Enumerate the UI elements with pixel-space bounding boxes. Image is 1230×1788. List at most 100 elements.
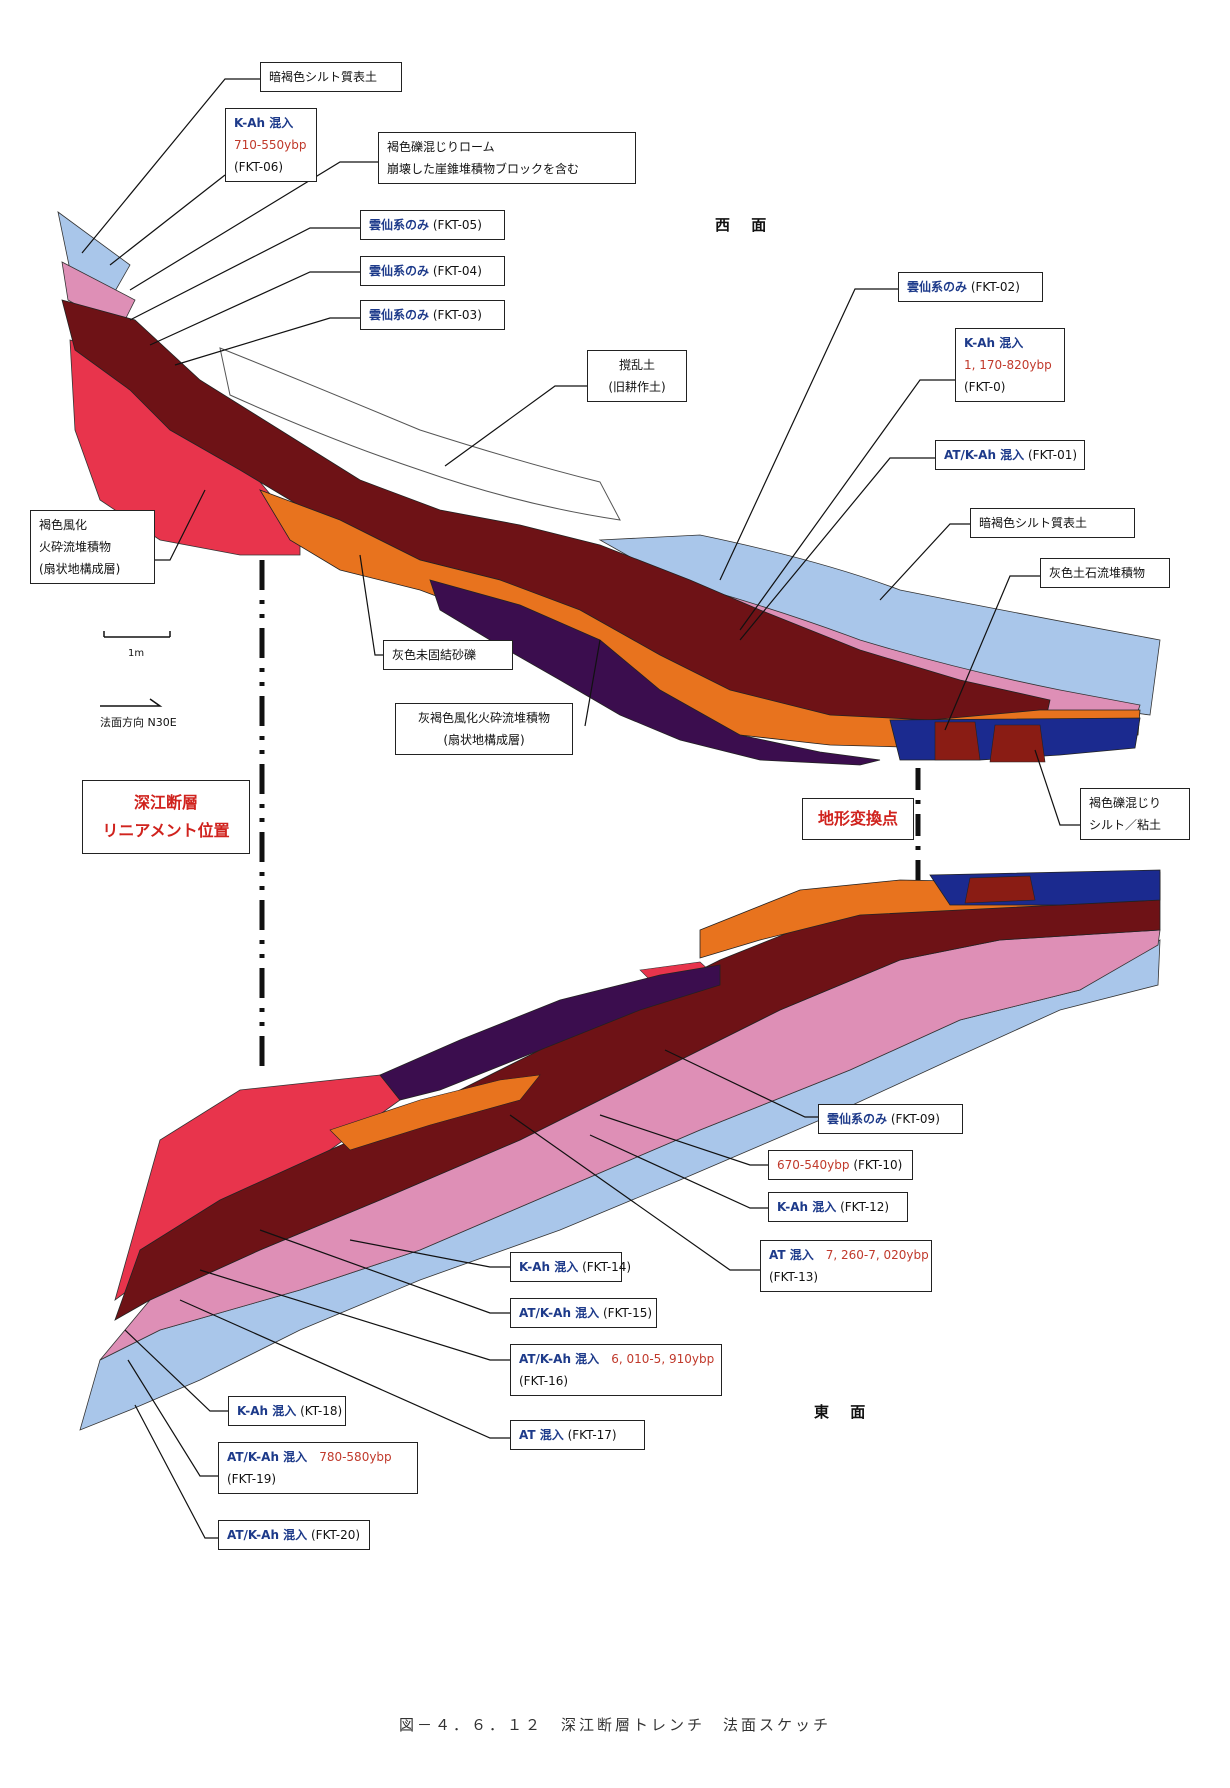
orange-gravel-east-2 <box>329 1074 541 1151</box>
label-date: 7, 260-7, 020ybp <box>825 1248 929 1262</box>
label-id: (FKT-10) <box>853 1158 903 1172</box>
label-line: 火砕流堆積物 <box>39 540 112 554</box>
label-line: 褐色風化 <box>39 518 88 532</box>
label-id: (KT-18) <box>300 1404 343 1418</box>
navy-east <box>929 869 1161 906</box>
label-date: 6, 010-5, 910ybp <box>611 1352 715 1366</box>
label-text: 暗褐色シルト質表土 <box>979 516 1088 530</box>
label-text: K-Ah 混入 <box>519 1260 579 1274</box>
label-fkt13: AT 混入 7, 260-7, 020ybp (FKT-13) <box>760 1240 932 1292</box>
label-kt18: K-Ah 混入 (KT-18) <box>228 1396 346 1426</box>
label-fkt03: 雲仙系のみ (FKT-03) <box>360 300 505 330</box>
label-fkt02: 雲仙系のみ (FKT-02) <box>898 272 1043 302</box>
label-text: AT/K-Ah 混入 <box>227 1528 308 1542</box>
direction-label: 法面方向 N30E <box>100 716 177 729</box>
west-face-title: 西 面 <box>715 216 775 234</box>
label-line: K-Ah 混入 <box>234 116 294 130</box>
label-id: (FKT-15) <box>603 1306 653 1320</box>
label-text: 雲仙系のみ <box>369 218 430 232</box>
label-fkt15: AT/K-Ah 混入 (FKT-15) <box>510 1298 657 1328</box>
label-fkt06: K-Ah 混入 710-550ybp (FKT-06) <box>225 108 317 182</box>
label-line: 崩壊した崖錐堆積物ブロックを含む <box>387 162 580 176</box>
label-fkt0: K-Ah 混入 1, 170-820ybp (FKT-0) <box>955 328 1065 402</box>
label-date: 780-580ybp <box>319 1450 392 1464</box>
east-face-section <box>79 869 1161 1431</box>
label-gray-brown-pyroclastic: 灰褐色風化火砕流堆積物 (扇状地構成層) <box>395 703 573 755</box>
label-brown-silt-clay: 褐色礫混じり シルト／粘土 <box>1080 788 1190 840</box>
label-disturbed-soil: 撹乱土 (旧耕作土) <box>587 350 687 402</box>
label-line: 710-550ybp <box>234 138 307 152</box>
label-id: (FKT-09) <box>890 1112 940 1126</box>
disturbed-soil-layer <box>219 347 621 521</box>
brown-red-block-2 <box>989 724 1046 763</box>
label-gray-unconsolidated-gravel: 灰色未固結砂礫 <box>383 640 513 670</box>
label-line: 灰褐色風化火砕流堆積物 <box>417 711 550 725</box>
label-line: 褐色礫混じり <box>1089 796 1162 810</box>
label-id: (FKT-05) <box>432 218 482 232</box>
label-text: K-Ah 混入 <box>777 1200 837 1214</box>
label-text: AT/K-Ah 混入 <box>519 1352 600 1366</box>
direction-arrow <box>100 698 163 707</box>
label-text: AT/K-Ah 混入 <box>227 1450 308 1464</box>
label-text: 灰色未固結砂礫 <box>392 648 477 662</box>
label-fkt19: AT/K-Ah 混入 780-580ybp (FKT-19) <box>218 1442 418 1494</box>
brown-red-east <box>964 875 1036 904</box>
label-line: (扇状地構成層) <box>443 733 525 747</box>
label-text: 670-540ybp <box>777 1158 850 1172</box>
label-id: (FKT-20) <box>311 1528 361 1542</box>
label-text: 地形変換点 <box>817 809 898 828</box>
label-id: (FKT-13) <box>769 1270 819 1284</box>
label-id: (FKT-16) <box>519 1374 569 1388</box>
scale-bar-label: 1m <box>128 648 145 659</box>
label-fkt05: 雲仙系のみ (FKT-05) <box>360 210 505 240</box>
label-fkt04: 雲仙系のみ (FKT-04) <box>360 256 505 286</box>
label-brown-weathered-pyroclastic: 褐色風化 火砕流堆積物 (扇状地構成層) <box>30 510 155 584</box>
label-fkt09: 雲仙系のみ (FKT-09) <box>818 1104 963 1134</box>
label-id: (FKT-17) <box>567 1428 617 1442</box>
label-id: (FKT-02) <box>970 280 1020 294</box>
label-fkt10: 670-540ybp (FKT-10) <box>768 1150 913 1180</box>
label-id: (FKT-14) <box>582 1260 632 1274</box>
label-fkt16: AT/K-Ah 混入 6, 010-5, 910ybp (FKT-16) <box>510 1344 722 1396</box>
label-text: AT/K-Ah 混入 <box>944 448 1025 462</box>
label-text: 雲仙系のみ <box>907 280 968 294</box>
label-fkt12: K-Ah 混入 (FKT-12) <box>768 1192 908 1222</box>
label-gray-earth-flow: 灰色土石流堆積物 <box>1040 558 1170 588</box>
brown-red-block-1 <box>934 721 981 761</box>
label-id: (FKT-03) <box>432 308 482 322</box>
label-line: 撹乱土 <box>618 358 655 372</box>
label-dark-brown-topsoil-top: 暗褐色シルト質表土 <box>260 62 402 92</box>
label-id: (FKT-04) <box>432 264 482 278</box>
label-line: 1, 170-820ybp <box>964 358 1052 372</box>
label-text: AT 混入 <box>769 1248 814 1262</box>
label-fkt20: AT/K-Ah 混入 (FKT-20) <box>218 1520 370 1550</box>
label-dark-brown-topsoil-2: 暗褐色シルト質表土 <box>970 508 1135 538</box>
label-text: 雲仙系のみ <box>827 1112 888 1126</box>
label-line: (FKT-0) <box>964 380 1006 394</box>
label-fkt17: AT 混入 (FKT-17) <box>510 1420 645 1450</box>
label-line: リニアメント位置 <box>102 821 230 840</box>
label-id: (FKT-01) <box>1028 448 1078 462</box>
leader-lines <box>81 78 1080 1539</box>
figure-caption: 図－４．６．１２ 深江断層トレンチ 法面スケッチ <box>398 1716 831 1734</box>
label-fault-lineament: 深江断層 リニアメント位置 <box>82 780 250 854</box>
label-topographic-change-point: 地形変換点 <box>802 798 914 840</box>
label-text: 暗褐色シルト質表土 <box>269 70 378 84</box>
purple-pyroclastic-west <box>429 579 881 766</box>
label-line: K-Ah 混入 <box>964 336 1024 350</box>
label-brown-loam: 褐色礫混じりローム 崩壊した崖錐堆積物ブロックを含む <box>378 132 636 184</box>
label-text: AT/K-Ah 混入 <box>519 1306 600 1320</box>
label-text: K-Ah 混入 <box>237 1404 297 1418</box>
label-id: (FKT-12) <box>840 1200 890 1214</box>
label-text: 雲仙系のみ <box>369 264 430 278</box>
west-face-section <box>57 211 1161 766</box>
label-line: 褐色礫混じりローム <box>387 140 495 154</box>
label-text: 雲仙系のみ <box>369 308 430 322</box>
label-line: 深江断層 <box>133 793 198 812</box>
label-line: (扇状地構成層) <box>39 562 121 576</box>
east-face-title: 東 面 <box>814 1403 874 1421</box>
label-id: (FKT-19) <box>227 1472 277 1486</box>
label-text: AT 混入 <box>519 1428 564 1442</box>
label-fkt01: AT/K-Ah 混入 (FKT-01) <box>935 440 1085 470</box>
